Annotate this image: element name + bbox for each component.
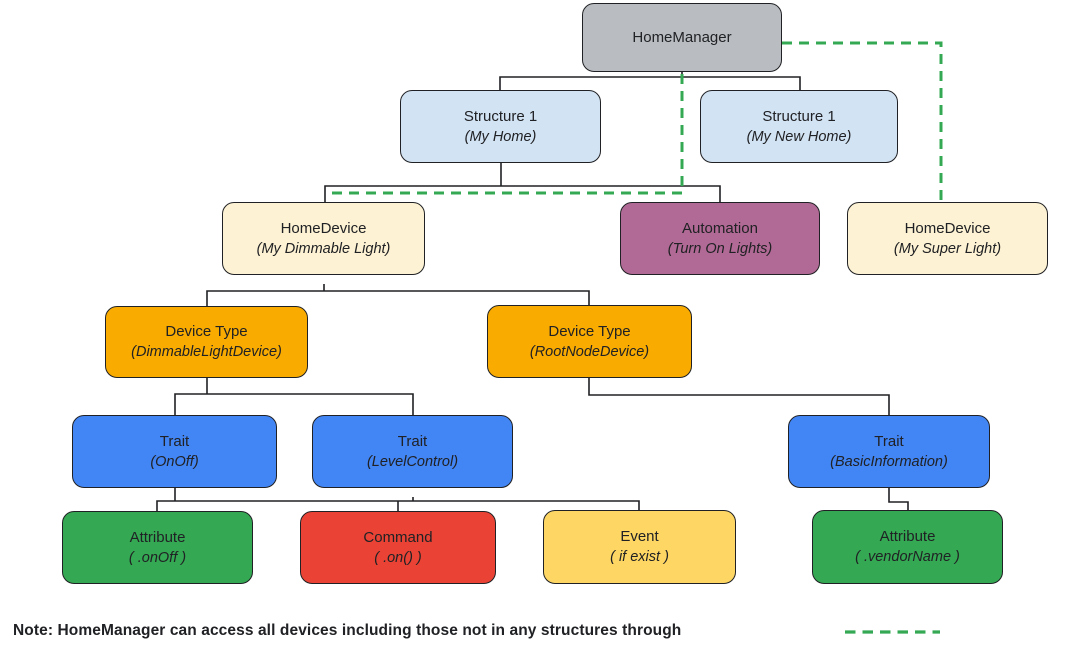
node-trait-onoff[interactable]: Trait (OnOff): [72, 415, 277, 488]
node-command-on[interactable]: Command ( .on() ): [300, 511, 500, 589]
node-device-type-rootnodedevice[interactable]: Device Type (RootNodeDevice): [487, 305, 692, 378]
node-title: Trait: [874, 432, 904, 450]
node-title: Structure 1: [762, 107, 836, 125]
dashed-link-homemanager-dimmablelight: [325, 74, 684, 195]
node-title: HomeDevice: [904, 219, 991, 237]
note-text: Note: HomeManager can access all devices…: [13, 622, 681, 640]
node-title: Trait: [397, 432, 428, 450]
dashed-link-homemanager-supersight: [782, 41, 943, 202]
node-subtitle: ( if exist ): [610, 549, 669, 565]
node-subtitle: (OnOff): [150, 453, 199, 470]
node-device-type-dimmablelightdevice[interactable]: Device Type (DimmableLightDevice): [105, 306, 308, 378]
node-subtitle: ( .on() ): [374, 549, 422, 566]
node-attribute-vendorname[interactable]: Attribute ( .vendorName ): [812, 510, 1007, 589]
node-subtitle: (RootNodeDevice): [529, 343, 650, 360]
node-structure-my-new-home[interactable]: Structure 1 (My New Home): [700, 90, 898, 163]
node-subtitle: (My Super Light): [893, 240, 1002, 257]
node-subtitle: (My New Home): [746, 128, 852, 145]
node-subtitle: (My Dimmable Light): [256, 240, 391, 257]
node-title: Automation: [682, 219, 758, 237]
node-title: Attribute: [879, 528, 936, 545]
node-subtitle: (Turn On Lights): [667, 240, 773, 257]
node-title: Event: [620, 528, 659, 545]
node-title: Structure 1: [463, 107, 538, 125]
node-title: Device Type: [165, 323, 248, 340]
node-automation-turn-on-lights[interactable]: Automation (Turn On Lights): [620, 202, 824, 280]
connector-homedevice-devicetypes: [206, 284, 590, 306]
node-attribute-onoff[interactable]: Attribute ( .onOff ): [62, 511, 257, 589]
node-homemanager[interactable]: HomeManager: [582, 3, 782, 72]
node-subtitle: ( .vendorName ): [855, 549, 960, 565]
connector-myhome-children: [324, 163, 721, 202]
node-subtitle: (BasicInformation): [830, 453, 948, 470]
connector-traits-members: [156, 488, 640, 511]
node-subtitle: (DimmableLightDevice): [131, 344, 282, 360]
node-title: Command: [363, 528, 433, 546]
node-homedevice-my-super-light[interactable]: HomeDevice (My Super Light): [847, 202, 1052, 280]
note-label: Note: HomeManager can access all devices…: [13, 622, 682, 639]
node-subtitle: ( .onOff ): [128, 549, 187, 566]
connector-basicinformation-vendorname: [888, 488, 909, 510]
connector-homemanager-structures: [499, 72, 801, 90]
connector-rootnode-basicinformation: [588, 378, 890, 415]
node-event-if-exist[interactable]: Event ( if exist ): [543, 510, 740, 589]
node-title: Device Type: [548, 322, 631, 340]
node-title: Trait: [159, 432, 190, 450]
node-title: HomeDevice: [280, 219, 367, 237]
node-homedevice-my-dimmable-light[interactable]: HomeDevice (My Dimmable Light): [222, 202, 429, 280]
node-subtitle: (LevelControl): [366, 453, 459, 470]
node-structure-my-home[interactable]: Structure 1 (My Home): [400, 90, 601, 163]
node-trait-basicinformation[interactable]: Trait (BasicInformation): [788, 415, 990, 488]
node-title: Attribute: [129, 528, 186, 546]
node-title: HomeManager: [632, 28, 732, 46]
node-trait-levelcontrol[interactable]: Trait (LevelControl): [312, 415, 517, 493]
connector-dimmable-traits: [174, 378, 414, 415]
node-subtitle: (My Home): [464, 128, 537, 145]
